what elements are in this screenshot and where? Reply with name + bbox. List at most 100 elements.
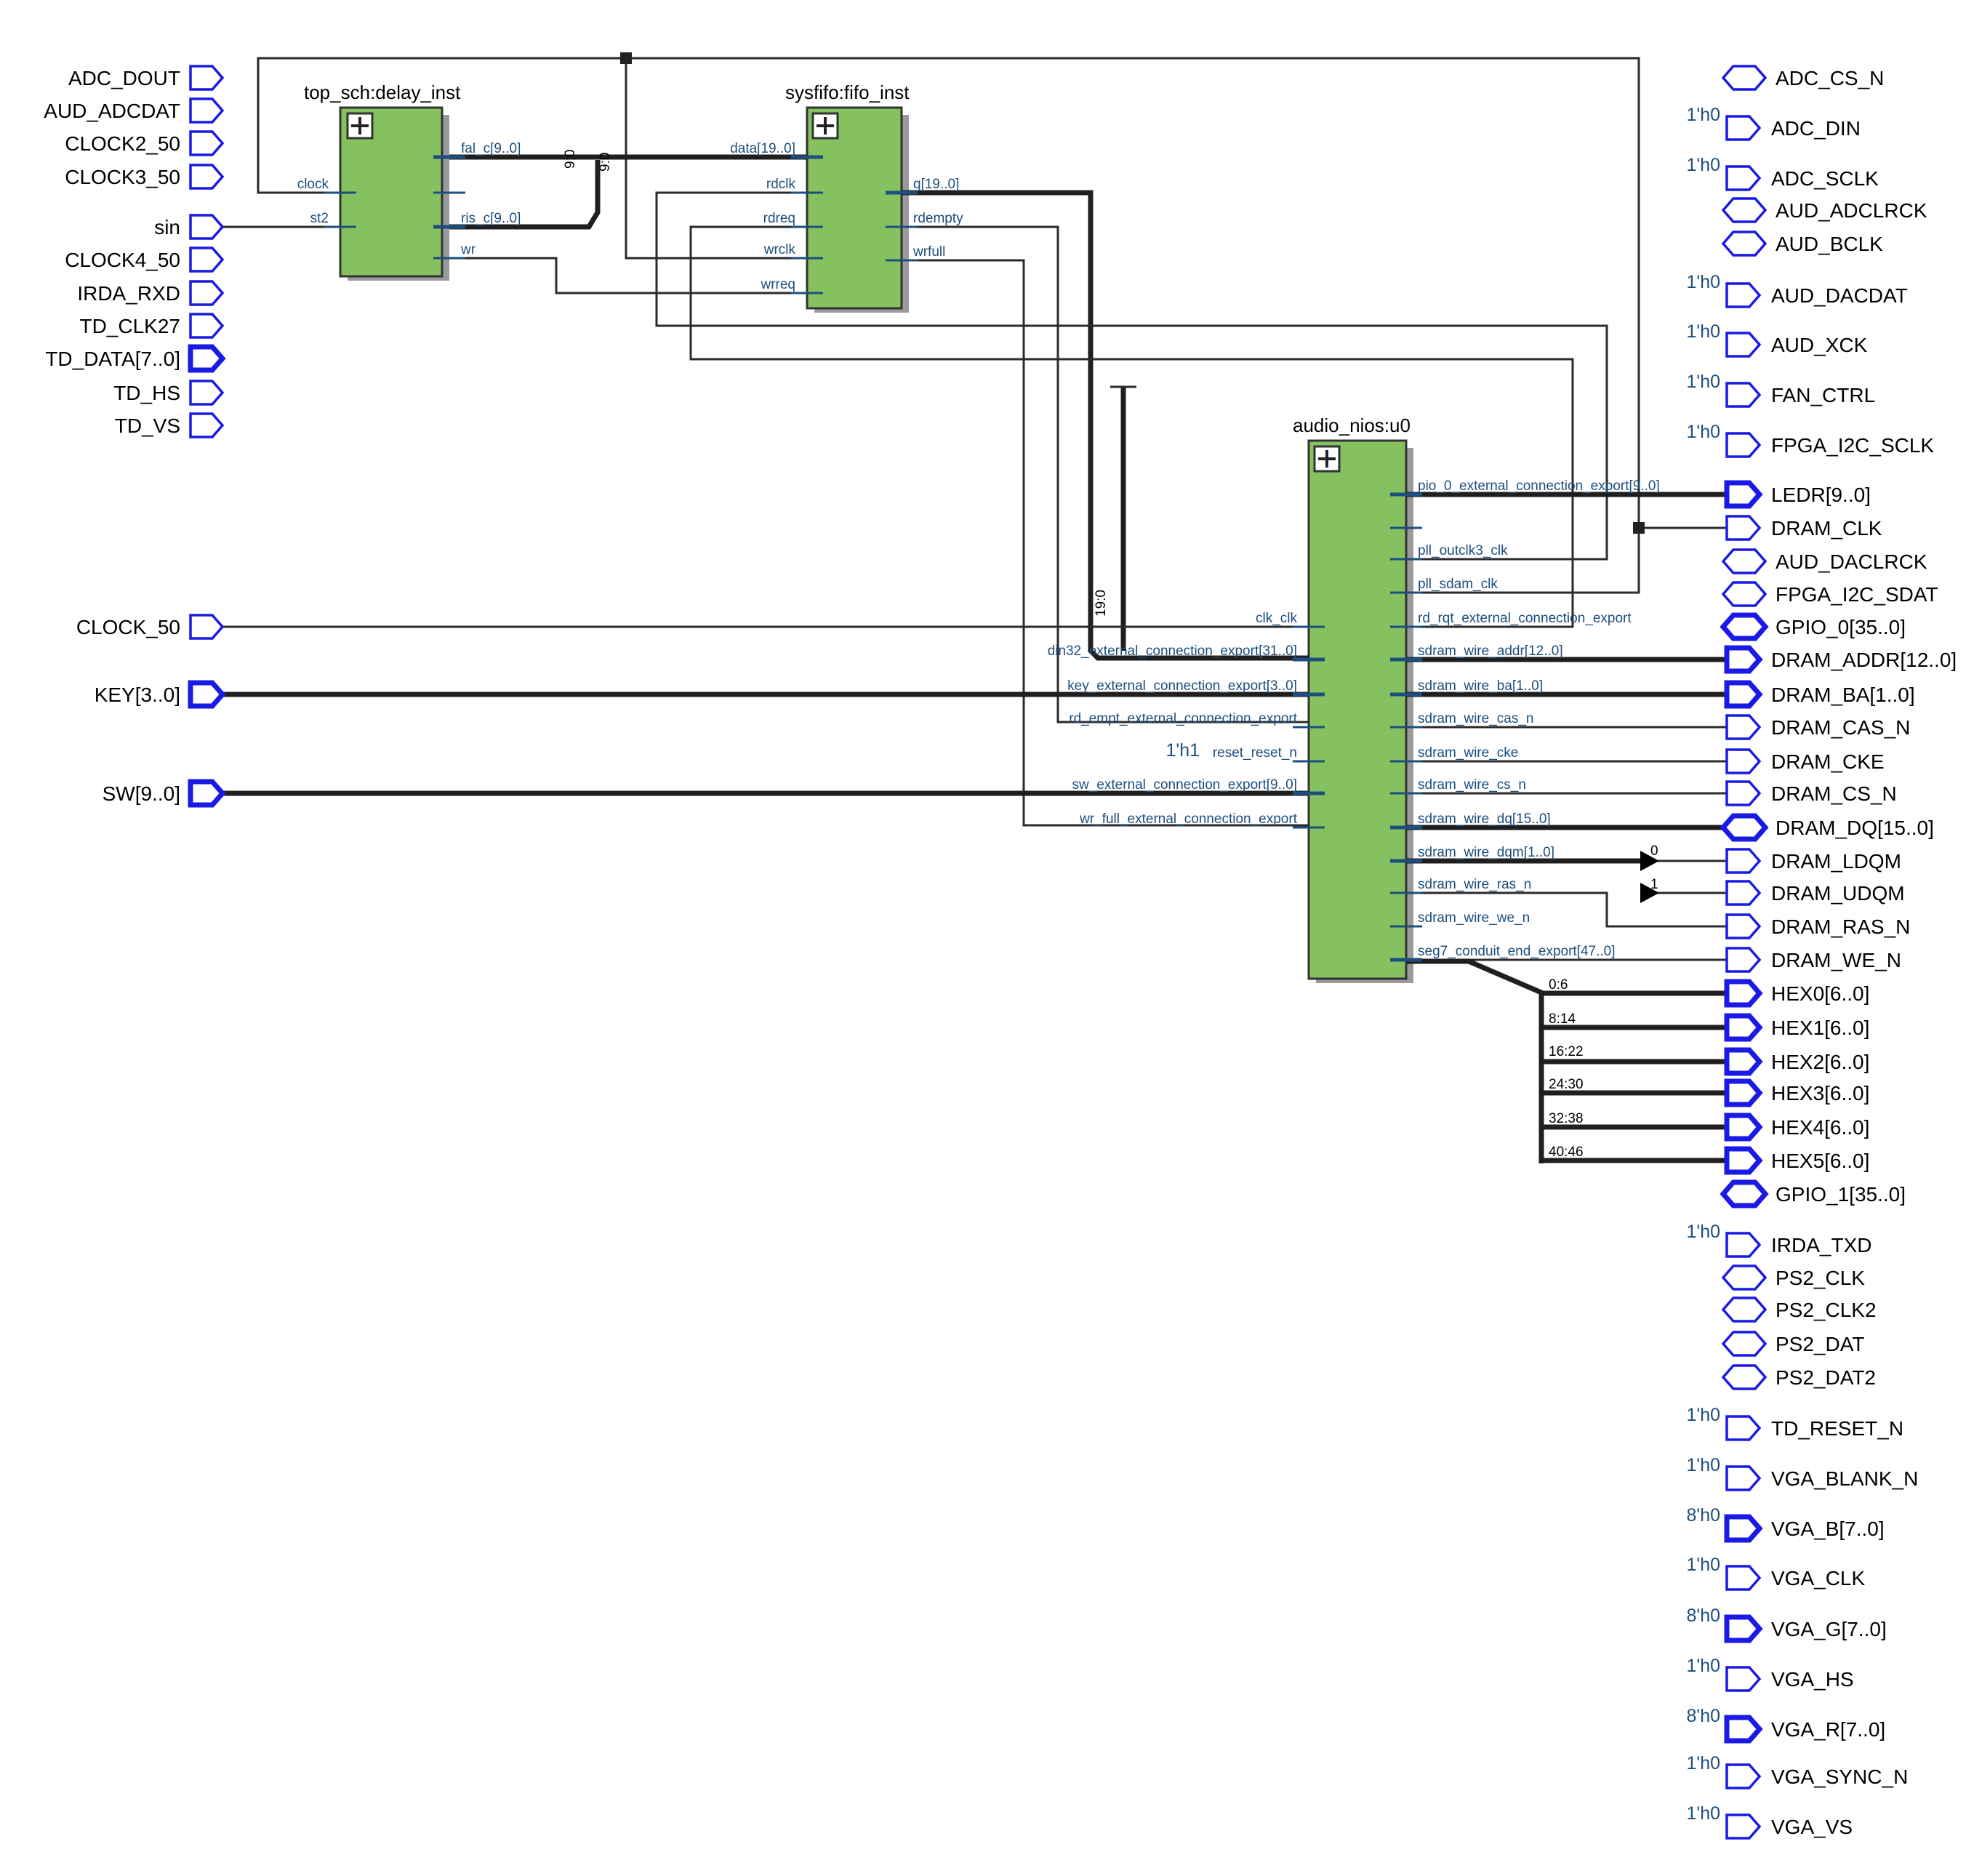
nios-out-sdram-wire-cas-n: sdram_wire_cas_n bbox=[1418, 711, 1533, 726]
right-port-hex0-6-0[interactable]: HEX0[6..0] bbox=[1771, 982, 1869, 1005]
output-port-icon bbox=[1724, 1078, 1763, 1107]
bus-slice-label: 32:38 bbox=[1549, 1111, 1584, 1126]
right-port-vga-b-7-0[interactable]: VGA_B[7..0] bbox=[1771, 1518, 1885, 1540]
right-port-irda-txd[interactable]: IRDA_TXD bbox=[1771, 1234, 1871, 1256]
right-port-dram-clk[interactable]: DRAM_CLK bbox=[1771, 517, 1882, 540]
left-port-sw-9-0[interactable]: SW[9..0] bbox=[103, 782, 180, 805]
right-port-ps2-clk[interactable]: PS2_CLK bbox=[1776, 1267, 1865, 1289]
right-port-dram-ldqm[interactable]: DRAM_LDQM bbox=[1771, 850, 1901, 873]
constant-label: 1'h0 bbox=[1687, 1455, 1720, 1475]
constant-label: 1'h0 bbox=[1687, 1222, 1720, 1242]
right-port-dram-we-n[interactable]: DRAM_WE_N bbox=[1771, 949, 1901, 971]
right-port-vga-sync-n[interactable]: VGA_SYNC_N bbox=[1771, 1765, 1908, 1788]
right-port-aud-dacdat[interactable]: AUD_DACDAT bbox=[1771, 284, 1908, 307]
nios-out-sdram-wire-dq-15-0: sdram_wire_dq[15..0] bbox=[1418, 811, 1551, 827]
right-port-dram-dq-15-0[interactable]: DRAM_DQ[15..0] bbox=[1776, 817, 1934, 839]
right-port-gpio-0-35-0[interactable]: GPIO_0[35..0] bbox=[1776, 616, 1906, 638]
output-port-icon bbox=[1725, 748, 1762, 774]
right-port-fan-ctrl[interactable]: FAN_CTRL bbox=[1771, 384, 1875, 406]
fifo-out-wrfull: wrfull bbox=[912, 244, 945, 260]
output-port-icon bbox=[1724, 1514, 1763, 1543]
right-port-ps2-dat2[interactable]: PS2_DAT2 bbox=[1776, 1366, 1876, 1389]
right-port-dram-ba-1-0[interactable]: DRAM_BA[1..0] bbox=[1771, 684, 1915, 706]
output-port-icon bbox=[1725, 880, 1762, 906]
right-port-dram-cke[interactable]: DRAM_CKE bbox=[1771, 750, 1885, 773]
input-port-icon bbox=[188, 344, 226, 373]
output-port-icon bbox=[1725, 714, 1762, 740]
output-port-icon bbox=[1725, 382, 1762, 408]
nios-in-reset-reset-n: reset_reset_n bbox=[1213, 745, 1297, 761]
right-port-vga-r-7-0[interactable]: VGA_R[7..0] bbox=[1771, 1718, 1885, 1741]
bidir-port-icon bbox=[1721, 581, 1768, 607]
right-port-aud-adclrck[interactable]: AUD_ADCLRCK bbox=[1776, 199, 1927, 222]
right-port-dram-udqm[interactable]: DRAM_UDQM bbox=[1771, 882, 1905, 905]
right-port-adc-sclk[interactable]: ADC_SCLK bbox=[1771, 167, 1879, 190]
left-port-td-vs[interactable]: TD_VS bbox=[115, 414, 180, 437]
right-port-ledr-9-0[interactable]: LEDR[9..0] bbox=[1771, 484, 1871, 506]
constant-label: 8'h0 bbox=[1687, 1606, 1720, 1626]
nios-out-pio-0-external-connection-export-9-0: pio_0_external_connection_export[9..0] bbox=[1418, 478, 1660, 494]
nios-out-pll-outclk3-clk: pll_outclk3_clk bbox=[1418, 543, 1508, 558]
nios-out-sdram-wire-ras-n: sdram_wire_ras_n bbox=[1418, 877, 1531, 892]
input-port-icon bbox=[189, 313, 225, 339]
output-port-icon bbox=[1725, 515, 1762, 541]
right-port-adc-cs-n[interactable]: ADC_CS_N bbox=[1776, 67, 1884, 89]
right-port-dram-cas-n[interactable]: DRAM_CAS_N bbox=[1771, 716, 1910, 739]
right-port-vga-clk[interactable]: VGA_CLK bbox=[1771, 1567, 1865, 1590]
left-port-clock3-50[interactable]: CLOCK3_50 bbox=[65, 166, 180, 188]
right-port-td-reset-n[interactable]: TD_RESET_N bbox=[1771, 1417, 1903, 1440]
right-port-hex2-6-0[interactable]: HEX2[6..0] bbox=[1771, 1051, 1869, 1073]
fifo-block[interactable]: sysfifo:fifo_inst bbox=[785, 81, 910, 313]
right-port-ps2-dat[interactable]: PS2_DAT bbox=[1776, 1333, 1864, 1355]
right-port-vga-vs[interactable]: VGA_VS bbox=[1771, 1816, 1853, 1838]
left-port-clock2-50[interactable]: CLOCK2_50 bbox=[65, 132, 180, 155]
delay-block[interactable]: top_sch:delay_inst bbox=[304, 81, 461, 281]
input-port-icon bbox=[189, 164, 225, 190]
bidir-port-icon bbox=[1721, 1331, 1768, 1357]
left-port-aud-adcdat[interactable]: AUD_ADCDAT bbox=[44, 100, 180, 122]
left-port-key-3-0[interactable]: KEY[3..0] bbox=[95, 684, 180, 706]
nios-block[interactable]: audio_nios:u0 bbox=[1293, 414, 1413, 983]
right-port-dram-addr-12-0[interactable]: DRAM_ADDR[12..0] bbox=[1771, 649, 1957, 671]
constant-label: 1'h0 bbox=[1687, 1656, 1720, 1676]
right-port-fpga-i2c-sclk[interactable]: FPGA_I2C_SCLK bbox=[1771, 434, 1934, 457]
left-port-sin[interactable]: sin bbox=[154, 216, 180, 238]
right-port-dram-cs-n[interactable]: DRAM_CS_N bbox=[1771, 782, 1897, 805]
left-port-td-clk27[interactable]: TD_CLK27 bbox=[79, 315, 180, 337]
nios-in-sw-external-connection-export-9-0: sw_external_connection_export[9..0] bbox=[1072, 777, 1297, 793]
right-port-gpio-1-35-0[interactable]: GPIO_1[35..0] bbox=[1776, 1183, 1906, 1206]
left-port-td-data-7-0[interactable]: TD_DATA[7..0] bbox=[45, 348, 180, 370]
right-port-ps2-clk2[interactable]: PS2_CLK2 bbox=[1776, 1299, 1877, 1321]
nios-in-rd-empt-external-connection-export: rd_empt_external_connection_export bbox=[1069, 711, 1297, 726]
right-port-vga-hs[interactable]: VGA_HS bbox=[1771, 1668, 1854, 1691]
constant-label: 1'h0 bbox=[1687, 272, 1720, 292]
right-port-vga-g-7-0[interactable]: VGA_G[7..0] bbox=[1771, 1618, 1887, 1640]
right-port-fpga-i2c-sdat[interactable]: FPGA_I2C_SDAT bbox=[1776, 583, 1938, 606]
constant-label: 1'h0 bbox=[1687, 1555, 1720, 1575]
left-port-adc-dout[interactable]: ADC_DOUT bbox=[68, 67, 180, 89]
fifo-in-data-19-0: data[19..0] bbox=[730, 141, 795, 156]
right-port-hex3-6-0[interactable]: HEX3[6..0] bbox=[1771, 1082, 1869, 1105]
left-port-clock-50[interactable]: CLOCK_50 bbox=[76, 616, 180, 638]
right-port-hex1-6-0[interactable]: HEX1[6..0] bbox=[1771, 1017, 1869, 1039]
output-port-icon bbox=[1724, 1146, 1763, 1175]
left-port-irda-rxd[interactable]: IRDA_RXD bbox=[77, 282, 180, 305]
right-port-vga-blank-n[interactable]: VGA_BLANK_N bbox=[1771, 1467, 1918, 1490]
left-port-td-hs[interactable]: TD_HS bbox=[113, 382, 180, 404]
output-port-icon bbox=[1724, 1113, 1763, 1142]
right-port-aud-bclk[interactable]: AUD_BCLK bbox=[1776, 233, 1883, 255]
delay-in-st2: st2 bbox=[310, 211, 329, 226]
right-port-aud-daclrck[interactable]: AUD_DACLRCK bbox=[1776, 550, 1927, 573]
right-port-dram-ras-n[interactable]: DRAM_RAS_N bbox=[1771, 915, 1910, 938]
constant-label: 1'h0 bbox=[1687, 105, 1720, 125]
right-port-hex4-6-0[interactable]: HEX4[6..0] bbox=[1771, 1116, 1869, 1139]
right-port-adc-din[interactable]: ADC_DIN bbox=[1771, 117, 1861, 140]
nios-out-seg7-conduit-end-export-47-0: seg7_conduit_end_export[47..0] bbox=[1418, 944, 1616, 959]
constant-label: 1'h0 bbox=[1687, 372, 1720, 392]
delay-out-ris-c-9-0: ris_c[9..0] bbox=[461, 211, 521, 226]
right-port-aud-xck[interactable]: AUD_XCK bbox=[1771, 334, 1868, 356]
right-port-hex5-6-0[interactable]: HEX5[6..0] bbox=[1771, 1150, 1869, 1172]
left-port-clock4-50[interactable]: CLOCK4_50 bbox=[65, 249, 180, 271]
bidir-port-icon bbox=[1720, 1179, 1769, 1208]
